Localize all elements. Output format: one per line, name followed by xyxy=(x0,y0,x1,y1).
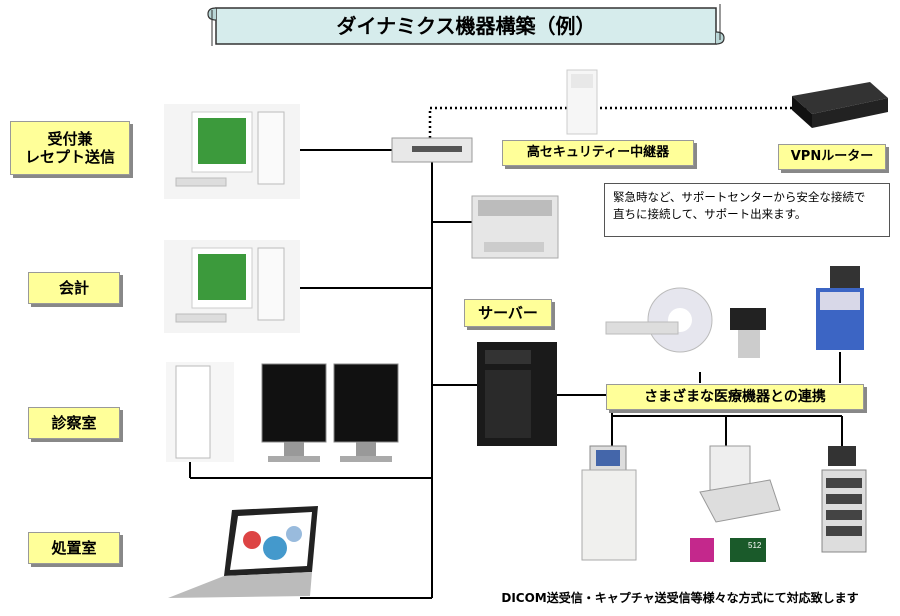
exam-room-label: 診察室 xyxy=(28,407,120,439)
ct-scanner-icon xyxy=(605,287,766,358)
medical-link-label: さまざまな医療機器との連携 xyxy=(606,384,864,410)
ecg-device-icon xyxy=(690,445,781,562)
reception-label: 受付兼 レセプト送信 xyxy=(10,121,130,175)
accounting-label: 会計 xyxy=(28,272,120,304)
relay-label: 高セキュリティー中継器 xyxy=(502,140,694,166)
title-banner: ダイナミクス機器構築（例） xyxy=(212,6,720,46)
vpn-router-icon xyxy=(792,82,888,128)
page-title: ダイナミクス機器構築（例） xyxy=(336,14,596,38)
ultrasound-icon xyxy=(816,266,864,350)
support-note: 緊急時など、サポートセンターから安全な接続で 直ちに接続して、サポート出来ます。 xyxy=(604,183,890,237)
connection-lines xyxy=(189,149,843,599)
treatment-room-label: 処置室 xyxy=(28,532,120,564)
accounting-pc-icon xyxy=(164,240,300,333)
endoscope-cart-icon xyxy=(821,446,867,553)
medical-cart-icon xyxy=(581,445,637,561)
server-tower-icon xyxy=(477,342,557,446)
relay-device-icon xyxy=(566,69,598,135)
footer-note: DICOM送受信・キャプチャ送受信等様々な方式にて対応致します xyxy=(501,591,859,605)
vpn-router-label: VPNルーター xyxy=(778,144,886,170)
reception-pc-icon xyxy=(164,104,300,199)
title-scroll xyxy=(207,4,725,46)
network-hub-icon xyxy=(391,137,473,163)
exam-monitor-left-icon xyxy=(261,363,327,462)
printer-icon xyxy=(471,195,559,259)
treatment-laptop-icon xyxy=(168,506,318,598)
disk-label: 512 xyxy=(748,541,762,550)
exam-room-pc-tower-icon xyxy=(166,362,234,462)
server-label: サーバー xyxy=(464,299,552,327)
exam-monitor-right-icon xyxy=(333,363,399,462)
vpn-dotted-line xyxy=(428,106,836,138)
